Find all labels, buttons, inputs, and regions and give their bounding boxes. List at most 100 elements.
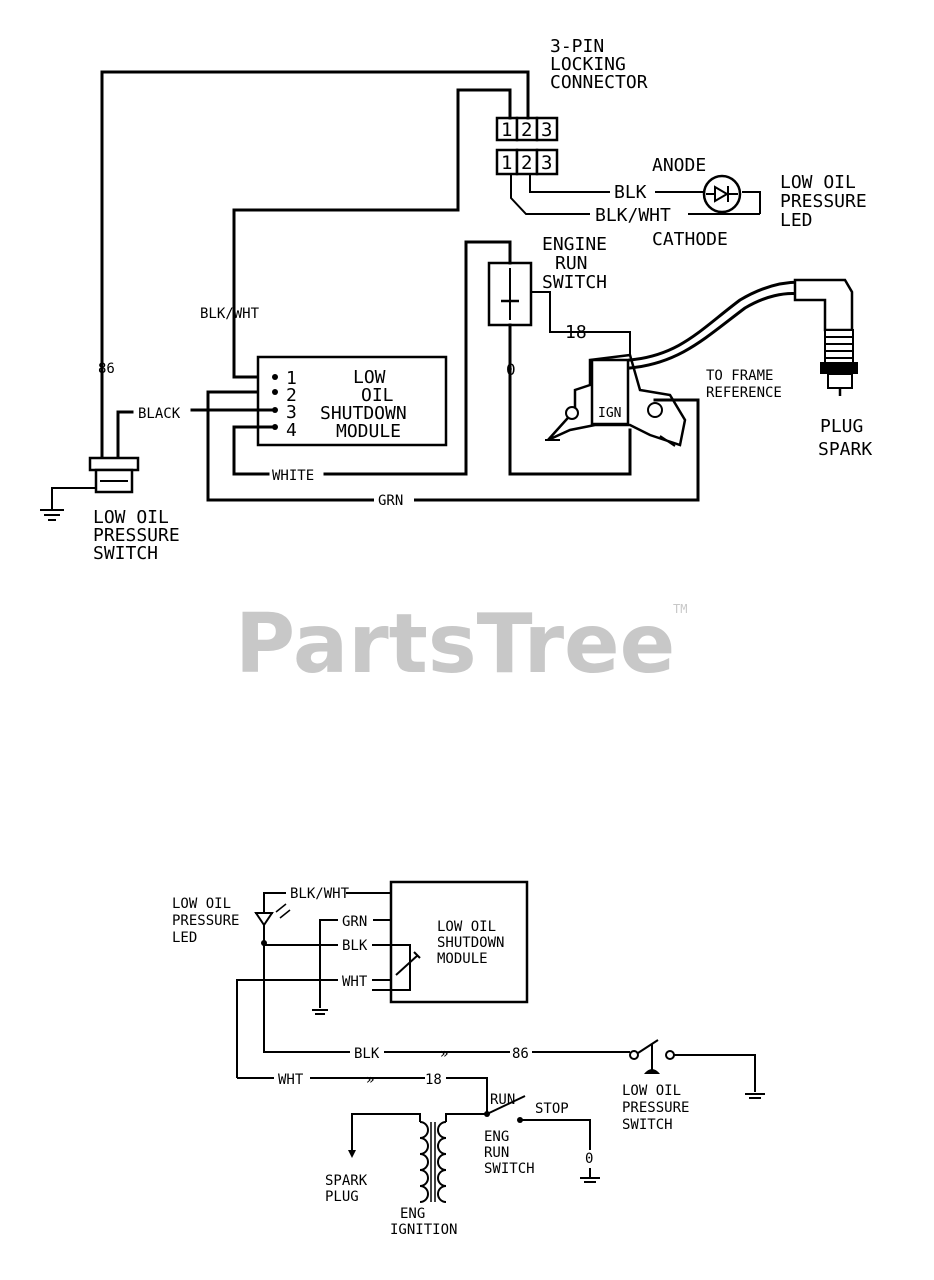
frame-ref-line2: REFERENCE [706, 385, 782, 401]
bottom-0-label: 0 [585, 1151, 593, 1167]
bottom-wire-wht [236, 979, 338, 1078]
module-pin-1: 1 [286, 368, 297, 389]
blk-wht-label: BLK/WHT [200, 306, 260, 322]
engine-run-label-line3: SWITCH [542, 272, 607, 293]
ignition-transformer-icon [419, 1121, 447, 1203]
spark-plug-icon [793, 278, 858, 396]
connector-lower-pin-1: 1 [501, 152, 512, 174]
module-pin-3: 3 [286, 402, 297, 423]
top-led-label-line1: LOW OIL [780, 172, 856, 193]
bottom-wire-grn [319, 919, 338, 1008]
ground-wire-top [51, 487, 96, 510]
connector-lower-pin-2: 2 [521, 152, 532, 174]
bottom-spark-plug-line2: PLUG [325, 1189, 359, 1205]
bottom-eng-switch-line2: RUN [484, 1145, 509, 1161]
plug-label-line1: PLUG [820, 416, 863, 437]
bottom-wht-label: WHT [342, 974, 368, 990]
led-icon [702, 174, 742, 214]
bottom-blk-arrow: » [440, 1046, 448, 1062]
oil-pressure-switch-icon [88, 440, 140, 494]
top-led-label-line2: PRESSURE [780, 191, 867, 212]
top-pictorial-diagram: 3-PIN LOCKING CONNECTOR 1 2 3 1 2 3 BLK [40, 36, 872, 564]
bottom-led-label-line1: LOW OIL [172, 896, 231, 912]
black-label: BLACK [138, 406, 181, 422]
module-pin-4: 4 [286, 420, 297, 441]
connector-title-line1: 3-PIN [550, 36, 604, 57]
ignition-coil-icon [545, 353, 687, 447]
module-label-line3: SHUTDOWN [320, 403, 407, 424]
bottom-module-line2: SHUTDOWN [437, 935, 504, 951]
bottom-led-label-line2: PRESSURE [172, 913, 239, 929]
plug-label-line2: SPARK [818, 439, 872, 460]
connector-title-line3: CONNECTOR [550, 72, 648, 93]
bottom-eng-ignition-line2: IGNITION [390, 1222, 457, 1238]
watermark-tm: TM [673, 602, 687, 616]
bottom-led-label-line3: LED [172, 930, 197, 946]
top-shutdown-module [256, 355, 448, 447]
top-led-label-line3: LED [780, 210, 813, 231]
oil-switch-label-line2: PRESSURE [93, 525, 180, 546]
bottom-eng-switch-line3: SWITCH [484, 1161, 535, 1177]
wire-blk-wht [232, 88, 512, 379]
module-label-line2: OIL [361, 385, 394, 406]
module-label-line4: MODULE [336, 421, 401, 442]
bottom-wht-arrow: » [366, 1072, 374, 1088]
bottom-ground-icon-switch [580, 1177, 600, 1183]
bottom-shutdown-module [389, 880, 529, 1004]
wire-86 [100, 70, 530, 442]
wire-frame-reference [206, 390, 700, 502]
wire-18 [531, 291, 631, 360]
connector-upper-pin-2: 2 [521, 119, 532, 141]
spark-plug-lead [628, 280, 802, 362]
wire-engine-switch-0 [508, 428, 632, 476]
wire-white [232, 425, 277, 476]
bottom-led-icon [254, 903, 291, 927]
white-label: WHITE [272, 468, 314, 484]
engine-run-switch-icon [487, 261, 533, 327]
bottom-86-label: 86 [512, 1046, 529, 1062]
bottom-wire-blkwht [263, 892, 286, 913]
wire-led-blk [529, 174, 610, 193]
bottom-eng-ignition-line1: ENG [400, 1206, 425, 1222]
bottom-lops-label-line1: LOW OIL [622, 1083, 681, 1099]
anode-label: ANODE [652, 155, 706, 176]
ign-label: IGN [598, 406, 621, 421]
connector-title-line2: LOCKING [550, 54, 626, 75]
bottom-lops-label-line3: SWITCH [622, 1117, 673, 1133]
bottom-ground-icon-left [312, 1009, 328, 1015]
bottom-oil-pressure-switch-icon [629, 1039, 675, 1074]
bottom-stop-label: STOP [535, 1101, 569, 1117]
bottom-18-label: 18 [425, 1072, 442, 1088]
bottom-wht-wire-label: WHT [278, 1072, 304, 1088]
wire-0-label: 0 [506, 360, 516, 379]
bottom-lops-label-line2: PRESSURE [622, 1100, 689, 1116]
engine-run-label-line2: RUN [555, 253, 588, 274]
ground-icon-top [40, 509, 64, 521]
connector-upper-pin-1: 1 [501, 119, 512, 141]
partstree-watermark: PartsTree [235, 597, 675, 692]
bottom-wire-blk [263, 925, 338, 946]
bottom-eng-switch-line1: ENG [484, 1129, 509, 1145]
oil-switch-label-line3: SWITCH [93, 543, 158, 564]
bottom-grn-label: GRN [342, 914, 367, 930]
bottom-module-line1: LOW OIL [437, 919, 496, 935]
wire-86-label: 86 [98, 361, 115, 377]
led-blk-label: BLK [614, 182, 647, 203]
bottom-blkwht-label: BLK/WHT [290, 886, 350, 902]
bottom-module-line3: MODULE [437, 951, 488, 967]
bottom-ground-icon-right [745, 1093, 765, 1099]
frame-ref-line1: TO FRAME [706, 368, 773, 384]
wire-black [116, 410, 134, 442]
bottom-schematic-diagram: LOW OIL SHUTDOWN MODULE LOW OIL PRESSURE… [172, 880, 765, 1238]
bottom-blk-label: BLK [342, 938, 368, 954]
bottom-spark-plug-line1: SPARK [325, 1173, 368, 1189]
cathode-label: CATHODE [652, 229, 728, 250]
wire-engine-switch-grn [464, 240, 512, 476]
oil-switch-label-line1: LOW OIL [93, 507, 169, 528]
connector-lower-half: 1 2 3 [495, 148, 559, 176]
wire-18-label: 18 [565, 322, 587, 343]
grn-label: GRN [378, 493, 403, 509]
connector-upper-half: 1 2 3 [495, 116, 559, 142]
engine-run-label-line1: ENGINE [542, 234, 607, 255]
